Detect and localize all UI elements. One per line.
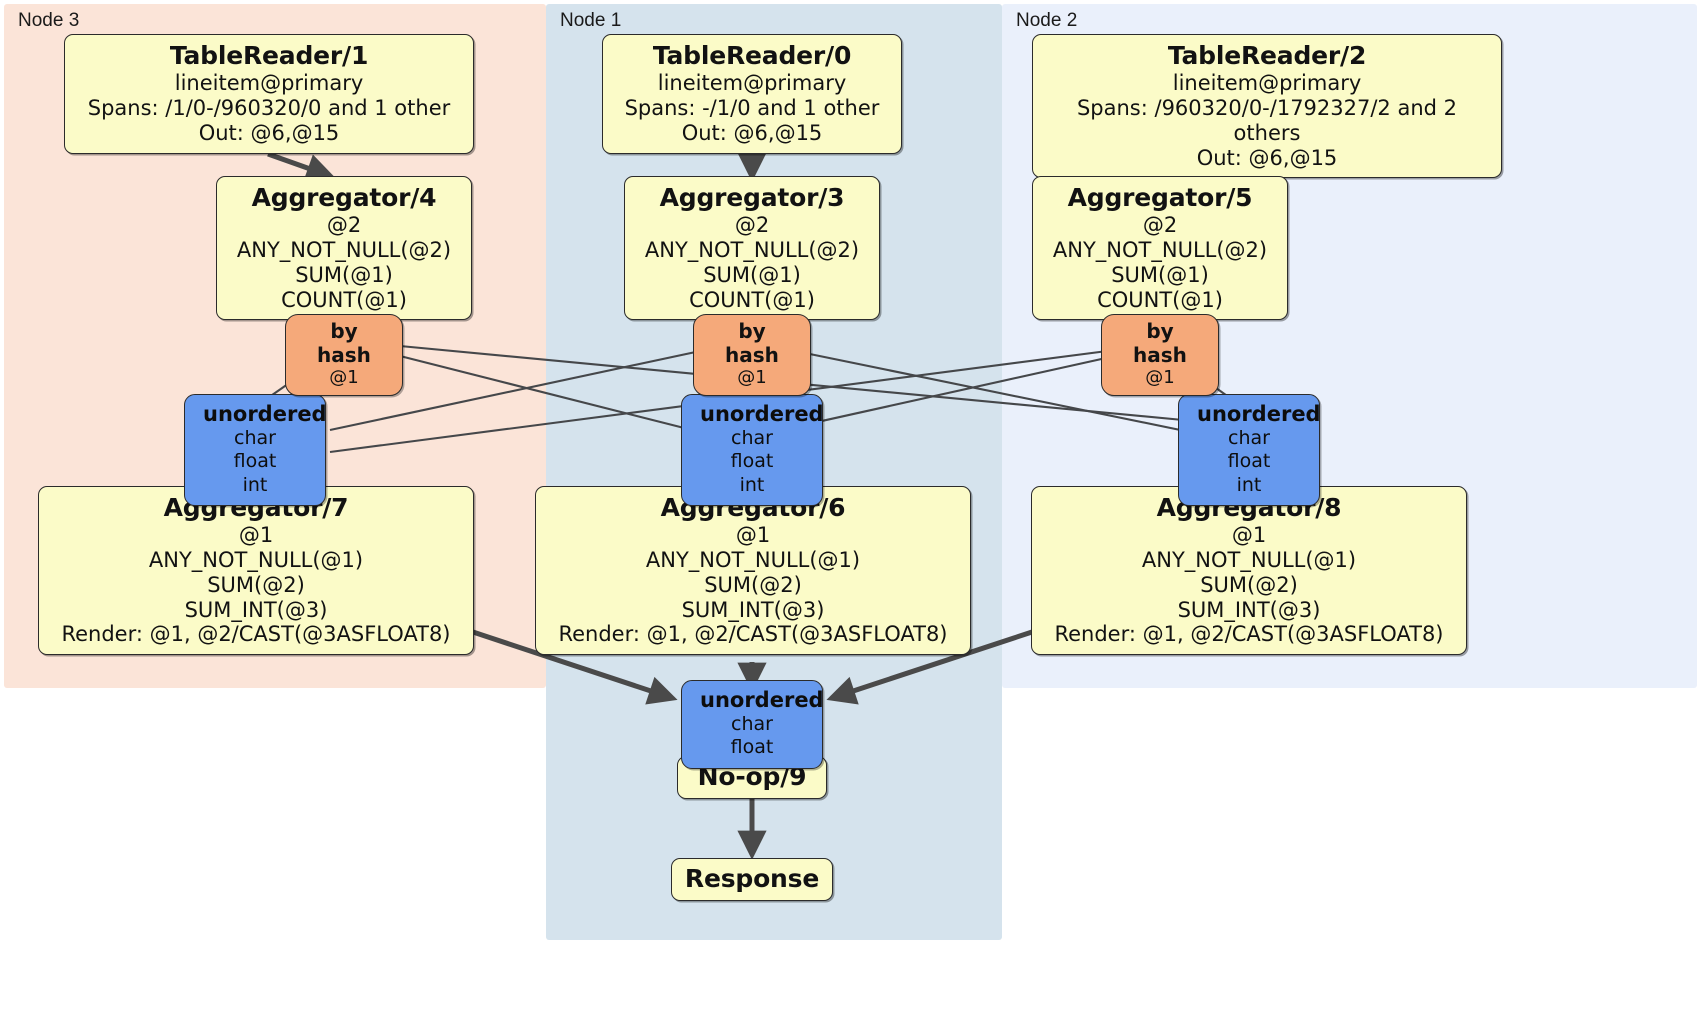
processor-table-reader-1[interactable]: TableReader/1 lineitem@primary Spans: /1… xyxy=(64,34,474,154)
processor-line: @2 xyxy=(1142,213,1178,238)
processor-aggregator-4[interactable]: Aggregator/4 @2 ANY_NOT_NULL(@2) SUM(@1)… xyxy=(216,176,472,321)
processor-title: TableReader/0 xyxy=(652,41,852,70)
processor-line: Out: @6,@15 xyxy=(1196,145,1338,170)
processor-line: SUM_INT(@3) xyxy=(1177,597,1321,622)
processor-line: ANY_NOT_NULL(@1) xyxy=(148,548,364,573)
receiver-title: unordered xyxy=(700,402,824,426)
receiver-line: float xyxy=(1227,450,1271,473)
processor-line: @1 xyxy=(238,523,274,548)
receiver-line: int xyxy=(739,473,765,496)
processor-line: SUM_INT(@3) xyxy=(184,597,328,622)
processor-line: COUNT(@1) xyxy=(281,287,407,312)
router-line: @1 xyxy=(1145,367,1175,388)
processor-line: SUM(@1) xyxy=(1111,262,1209,287)
router-title: by hash xyxy=(725,319,779,367)
receiver-line: float xyxy=(730,450,774,473)
receiver-unordered-center[interactable]: unordered char float int xyxy=(681,394,824,506)
processor-line: lineitem@primary xyxy=(1172,71,1362,96)
processor-line: @2 xyxy=(326,213,362,238)
processor-title: Aggregator/4 xyxy=(251,183,437,212)
processor-title: Response xyxy=(684,864,820,893)
processor-line: Spans: -/1/0 and 1 other xyxy=(624,96,880,121)
processor-table-reader-2[interactable]: TableReader/2 lineitem@primary Spans: /9… xyxy=(1032,34,1502,179)
receiver-line: char xyxy=(731,713,773,736)
processor-line: Spans: /960320/0-/1792327/2 and 2 others xyxy=(1076,96,1458,145)
receiver-line: char xyxy=(234,427,276,450)
processor-aggregator-6[interactable]: Aggregator/6 @1 ANY_NOT_NULL(@1) SUM(@2)… xyxy=(535,486,971,656)
processor-aggregator-7[interactable]: Aggregator/7 @1 ANY_NOT_NULL(@1) SUM(@2)… xyxy=(38,486,474,656)
receiver-line: float xyxy=(730,736,774,759)
processor-title: Aggregator/3 xyxy=(659,183,845,212)
processor-line: Spans: /1/0-/960320/0 and 1 other xyxy=(87,96,451,121)
processor-line: ANY_NOT_NULL(@2) xyxy=(236,238,452,263)
processor-line: SUM_INT(@3) xyxy=(681,597,825,622)
processor-line: SUM(@1) xyxy=(703,262,801,287)
receiver-line: float xyxy=(233,450,277,473)
receiver-line: int xyxy=(1236,473,1262,496)
processor-line: @1 xyxy=(735,523,771,548)
router-line: @1 xyxy=(737,367,767,388)
receiver-title: unordered xyxy=(203,402,327,426)
receiver-unordered-right[interactable]: unordered char float int xyxy=(1178,394,1321,506)
processor-title: TableReader/1 xyxy=(169,41,369,70)
processor-line: ANY_NOT_NULL(@2) xyxy=(644,238,860,263)
processor-response[interactable]: Response xyxy=(671,858,833,902)
processor-render-line: Render: @1, @2/CAST(@3ASFLOAT8) xyxy=(61,622,451,647)
cluster-label-node-1: Node 1 xyxy=(560,10,622,31)
router-by-hash-left[interactable]: by hash @1 xyxy=(285,314,403,396)
cluster-label-node-3: Node 3 xyxy=(18,10,80,31)
router-by-hash-center[interactable]: by hash @1 xyxy=(693,314,811,396)
processor-line: ANY_NOT_NULL(@2) xyxy=(1052,238,1268,263)
receiver-title: unordered xyxy=(700,688,824,712)
processor-line: ANY_NOT_NULL(@1) xyxy=(1141,548,1357,573)
processor-line: COUNT(@1) xyxy=(689,287,815,312)
processor-line: SUM(@2) xyxy=(1200,572,1298,597)
processor-aggregator-5[interactable]: Aggregator/5 @2 ANY_NOT_NULL(@2) SUM(@1)… xyxy=(1032,176,1288,321)
processor-line: SUM(@2) xyxy=(207,572,305,597)
receiver-line: int xyxy=(242,473,268,496)
processor-line: lineitem@primary xyxy=(657,71,847,96)
processor-line: SUM(@1) xyxy=(295,262,393,287)
processor-aggregator-8[interactable]: Aggregator/8 @1 ANY_NOT_NULL(@1) SUM(@2)… xyxy=(1031,486,1467,656)
processor-render-line: Render: @1, @2/CAST(@3ASFLOAT8) xyxy=(558,622,948,647)
receiver-unordered-final[interactable]: unordered char float xyxy=(681,680,824,769)
processor-line: @2 xyxy=(734,213,770,238)
processor-line: COUNT(@1) xyxy=(1097,287,1223,312)
processor-line: Out: @6,@15 xyxy=(681,120,823,145)
router-line: @1 xyxy=(329,367,359,388)
processor-render-line: Render: @1, @2/CAST(@3ASFLOAT8) xyxy=(1054,622,1444,647)
receiver-title: unordered xyxy=(1197,402,1321,426)
receiver-unordered-left[interactable]: unordered char float int xyxy=(184,394,327,506)
processor-aggregator-3[interactable]: Aggregator/3 @2 ANY_NOT_NULL(@2) SUM(@1)… xyxy=(624,176,880,321)
router-title: by hash xyxy=(1133,319,1187,367)
processor-line: @1 xyxy=(1231,523,1267,548)
processor-line: lineitem@primary xyxy=(174,71,364,96)
processor-line: SUM(@2) xyxy=(704,572,802,597)
router-by-hash-right[interactable]: by hash @1 xyxy=(1101,314,1219,396)
cluster-label-node-2: Node 2 xyxy=(1016,10,1078,31)
receiver-line: char xyxy=(1228,427,1270,450)
receiver-line: char xyxy=(731,427,773,450)
processor-title: Aggregator/5 xyxy=(1067,183,1253,212)
processor-table-reader-0[interactable]: TableReader/0 lineitem@primary Spans: -/… xyxy=(602,34,902,154)
router-title: by hash xyxy=(317,319,371,367)
processor-title: TableReader/2 xyxy=(1167,41,1367,70)
processor-line: ANY_NOT_NULL(@1) xyxy=(645,548,861,573)
processor-line: Out: @6,@15 xyxy=(198,120,340,145)
